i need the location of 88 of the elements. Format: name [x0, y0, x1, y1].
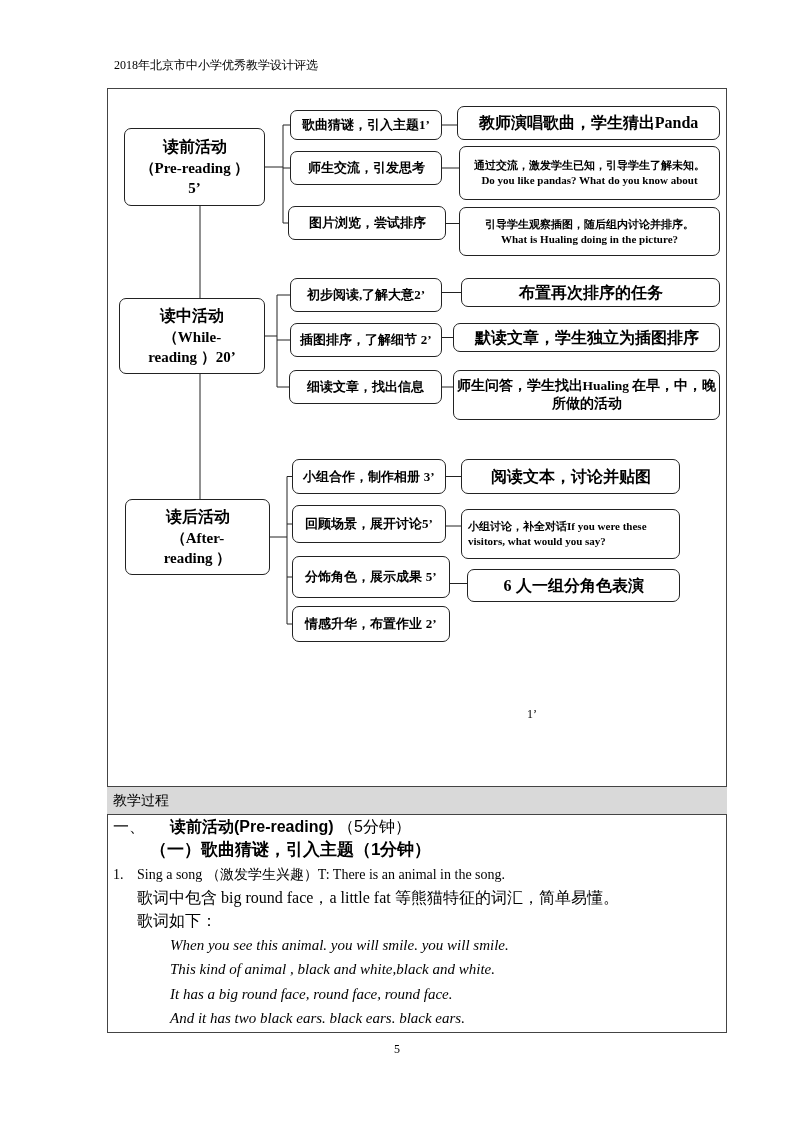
connector-line	[276, 294, 291, 296]
box-text: （After-reading ）	[162, 528, 233, 568]
description-box	[453, 323, 720, 352]
list-number: 一、	[113, 817, 145, 837]
step-box	[289, 370, 442, 404]
connector-line	[449, 583, 468, 584]
connector-line	[286, 576, 293, 578]
box-text: 读中活动	[160, 305, 224, 326]
step-box	[292, 556, 450, 598]
connector-line	[199, 373, 201, 500]
box-text: What is Hualing doing in the picture?	[500, 231, 679, 247]
step-box	[290, 110, 442, 140]
connector-line	[199, 205, 201, 299]
paragraph: 歌词如下：	[137, 911, 217, 931]
paragraph: 歌词中包含 big round face，a little fat 等熊猫特征的词汇，简单易懂。	[137, 888, 619, 909]
connector-line	[286, 523, 293, 525]
box-text: 教师演唱歌曲，学生猜出Panda	[478, 113, 699, 134]
connector-line	[445, 223, 460, 224]
box-text: 默读文章，学生独立为插图排序	[474, 327, 699, 348]
box-text: 小组讨论，补全对话If you were these visitors, what would you say?	[468, 519, 648, 549]
section-heading: 读前活动(Pre-reading) （5分钟）	[170, 817, 411, 837]
list-number: 1.	[113, 866, 124, 884]
step-box	[292, 505, 446, 543]
step-box	[292, 606, 450, 642]
step-box	[288, 206, 446, 240]
step-box	[290, 278, 442, 312]
description-box	[459, 146, 720, 200]
step-box	[290, 323, 442, 357]
paragraph: Sing a song （激发学生兴趣）T: There is an animal in the song.	[137, 866, 506, 884]
page-number: 5	[394, 1042, 400, 1058]
description-box	[461, 278, 720, 307]
stage-box	[124, 128, 265, 206]
description-box	[467, 569, 680, 602]
box-text: 师生交流，引发思考	[307, 159, 425, 177]
connector-line	[441, 337, 454, 338]
stage-box	[119, 298, 265, 374]
lyric-line: And it has two black ears. black ears. black ears.	[170, 1009, 465, 1028]
bracket-connector	[264, 294, 278, 388]
bracket-connector	[264, 124, 284, 224]
page-header: 2018年北京市中小学优秀教学设计评选	[114, 58, 318, 74]
box-text: Do you like pandas? What do you know about	[481, 173, 698, 188]
description-box	[461, 509, 680, 559]
connector-line	[286, 476, 293, 477]
lyric-line: When you see this animal. you will smile. you will smile.	[170, 936, 509, 955]
box-text: （While-reading ）20’	[147, 327, 237, 367]
step-box	[292, 459, 446, 494]
connector-line	[286, 623, 293, 625]
connector-line	[445, 525, 462, 527]
connector-line	[445, 476, 462, 477]
box-text: 阅读文本，讨论并贴图	[490, 466, 651, 487]
connector-line	[441, 124, 458, 126]
bracket-connector	[269, 476, 288, 625]
connector-line	[282, 124, 291, 126]
box-text: 小组合作，制作相册 3’	[303, 467, 435, 486]
box-text: 初步阅读,了解大意2’	[306, 286, 426, 304]
box-text: 读后活动	[165, 506, 230, 527]
box-text: 师生问答，学生找出Hualing 在早，中，晚所做的活动	[456, 376, 717, 413]
connector-line	[441, 292, 462, 293]
box-text: 插图排序，了解细节 2’	[300, 331, 432, 349]
time-note: 1’	[527, 707, 537, 723]
connector-line	[282, 167, 291, 169]
description-box	[461, 459, 680, 494]
section-band: 教学过程	[107, 786, 727, 815]
description-box	[453, 370, 720, 420]
box-text: 回顾场景，展开讨论5’	[305, 515, 433, 533]
box-text: 通过交流，激发学生已知，引导学生了解未知。	[474, 158, 705, 173]
box-text: 歌曲猜谜，引入主题1’	[302, 116, 430, 134]
connector-line	[276, 386, 290, 388]
stage-box	[125, 499, 270, 575]
lyric-line: It has a big round face, round face, round face.	[170, 985, 453, 1004]
subsection-heading: （一）歌曲猜谜，引入主题（1分钟）	[150, 839, 432, 861]
lyric-line: This kind of animal , black and white,black and white.	[170, 960, 495, 979]
connector-line	[441, 167, 460, 169]
box-text: （Pre-reading ） 5’	[138, 158, 251, 198]
box-text: 读前活动	[162, 136, 227, 157]
box-text: 布置再次排序的任务	[518, 282, 663, 303]
box-text: 细读文章，找出信息	[307, 378, 424, 396]
box-text: 情感升华，布置作业 2’	[305, 615, 437, 633]
connector-line	[282, 222, 289, 224]
step-box	[290, 151, 442, 185]
box-text: 引导学生观察插图，随后组内讨论并排序。	[485, 216, 694, 232]
description-box	[457, 106, 720, 140]
description-box	[459, 207, 720, 256]
box-text: 图片浏览，尝试排序	[308, 214, 426, 232]
box-text: 分饰角色，展示成果 5’	[305, 568, 437, 586]
box-text: 6 人一组分角色表演	[503, 575, 644, 596]
connector-line	[441, 386, 454, 388]
connector-line	[276, 339, 291, 341]
